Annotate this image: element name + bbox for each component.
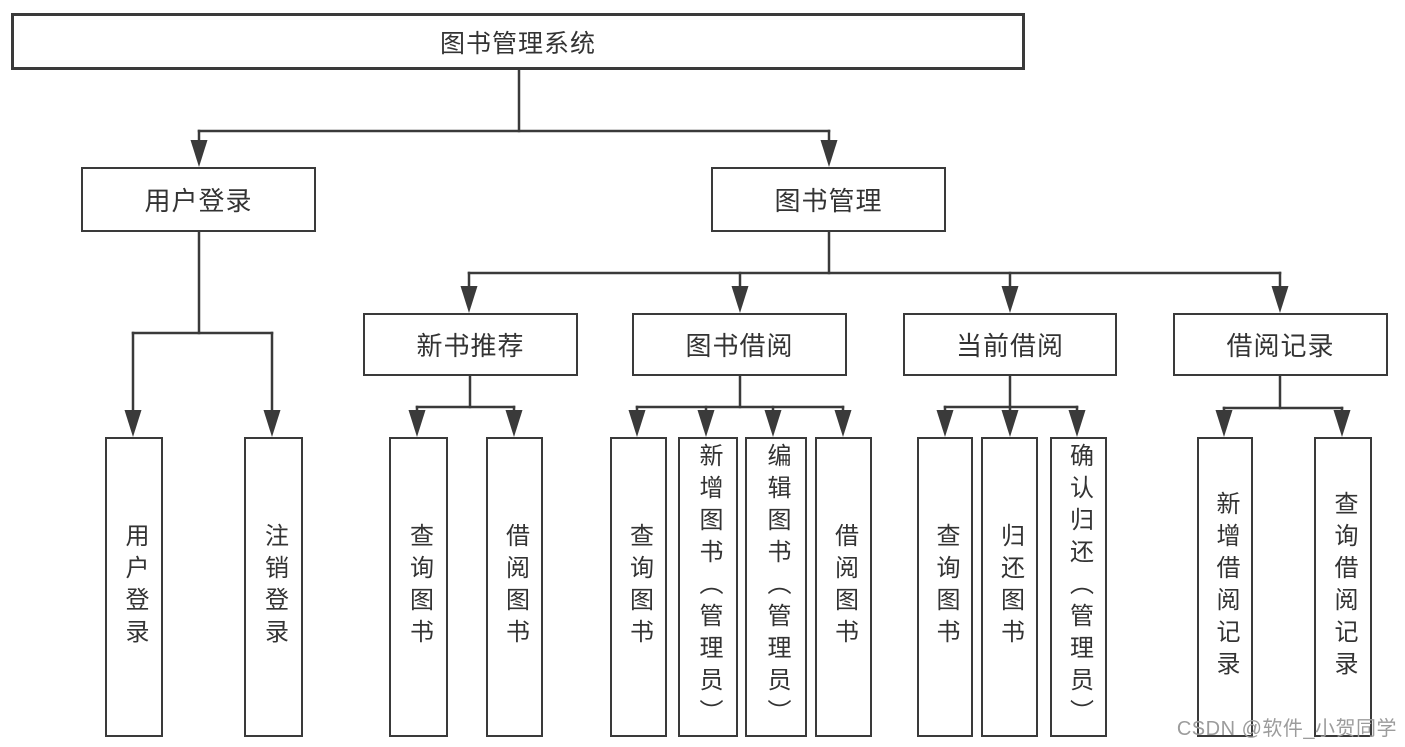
node-current-borrowing: 当前借阅 xyxy=(903,313,1117,376)
node-library-system: 图书管理系统 xyxy=(11,13,1025,70)
arrowhead-icon xyxy=(263,410,281,437)
arrowhead-icon xyxy=(1001,286,1019,313)
arrowhead-icon xyxy=(505,410,523,437)
arrowhead-icon xyxy=(1333,410,1351,437)
node-query-books-recommend: 查询图书 xyxy=(389,437,448,737)
node-logout-action: 注销登录 xyxy=(244,437,303,737)
arrowhead-icon xyxy=(820,140,838,167)
arrowhead-icon xyxy=(190,140,208,167)
node-user-login: 用户登录 xyxy=(81,167,316,232)
node-borrow-books-borrowing: 借阅图书 xyxy=(815,437,872,737)
node-user-login-action: 用户登录 xyxy=(105,437,163,737)
arrowhead-icon xyxy=(834,410,852,437)
node-return-books: 归还图书 xyxy=(981,437,1038,737)
node-query-borrow-record: 查询借阅记录 xyxy=(1314,437,1372,737)
node-add-books-admin: 新增图书（管理员） xyxy=(678,437,738,737)
arrowhead-icon xyxy=(764,410,782,437)
arrowhead-icon xyxy=(408,410,426,437)
arrowhead-icon xyxy=(124,410,142,437)
arrowhead-icon xyxy=(936,410,954,437)
node-book-borrowing: 图书借阅 xyxy=(632,313,847,376)
arrowhead-icon xyxy=(1001,410,1019,437)
arrowhead-icon xyxy=(1271,286,1289,313)
node-edit-books-admin: 编辑图书（管理员） xyxy=(745,437,807,737)
watermark: CSDN @软件_小贺同学 xyxy=(1176,718,1397,740)
arrowhead-icon xyxy=(1215,410,1233,437)
node-borrow-records: 借阅记录 xyxy=(1173,313,1388,376)
node-query-books-current: 查询图书 xyxy=(917,437,973,737)
node-new-book-recommend: 新书推荐 xyxy=(363,313,578,376)
node-borrow-books-recommend: 借阅图书 xyxy=(486,437,543,737)
arrowhead-icon xyxy=(697,410,715,437)
node-query-books-borrowing: 查询图书 xyxy=(610,437,667,737)
arrowhead-icon xyxy=(460,286,478,313)
arrowhead-icon xyxy=(628,410,646,437)
node-add-borrow-record: 新增借阅记录 xyxy=(1197,437,1253,737)
arrowhead-icon xyxy=(1068,410,1086,437)
node-book-management: 图书管理 xyxy=(711,167,946,232)
arrowhead-icons xyxy=(124,140,1351,437)
node-confirm-return-admin: 确认归还（管理员） xyxy=(1050,437,1107,737)
arrowhead-icon xyxy=(731,286,749,313)
